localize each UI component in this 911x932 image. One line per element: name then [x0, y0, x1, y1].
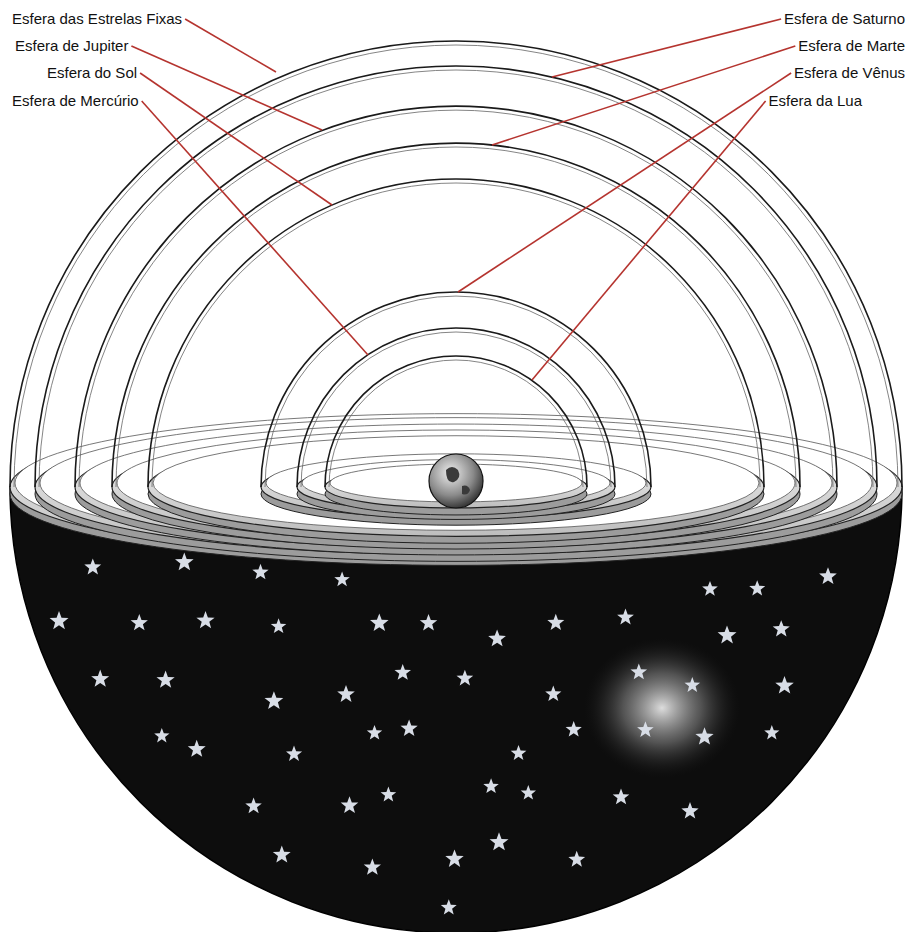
- star: [511, 745, 527, 760]
- sphere-arc-inner: [14, 45, 898, 487]
- sphere-label: Esfera de Jupiter: [15, 37, 128, 55]
- star: [334, 572, 350, 587]
- star: [613, 788, 630, 804]
- star: [483, 778, 499, 793]
- star: [445, 849, 463, 867]
- star: [547, 614, 564, 630]
- star: [702, 581, 718, 596]
- star: [196, 611, 214, 628]
- star: [286, 746, 302, 761]
- star: [265, 691, 284, 709]
- leader-line: [552, 19, 781, 77]
- star: [50, 611, 69, 629]
- sphere-label: Esfera de Vênus: [794, 64, 905, 82]
- earth-land: [462, 486, 470, 495]
- star: [271, 618, 287, 633]
- sphere-label: Esfera de Saturno: [784, 10, 905, 28]
- star: [188, 740, 206, 757]
- star: [401, 720, 418, 736]
- sphere-ring-inner: [153, 436, 759, 531]
- star: [367, 725, 382, 740]
- sphere-arcs: [10, 41, 902, 487]
- sphere-arc-inner: [79, 110, 833, 487]
- earth-globe: [429, 454, 483, 508]
- star: [252, 564, 268, 580]
- star: [637, 721, 654, 737]
- star: [819, 567, 837, 584]
- star: [685, 677, 701, 692]
- star: [441, 899, 457, 914]
- star: [154, 728, 169, 743]
- sphere-arc-inner: [152, 183, 760, 487]
- star: [381, 787, 397, 802]
- star: [568, 851, 585, 867]
- star: [157, 671, 175, 688]
- star: [91, 670, 109, 687]
- leader-line: [131, 46, 322, 130]
- sphere-arc-inner: [39, 70, 873, 487]
- star: [84, 558, 101, 574]
- sphere-arc: [75, 106, 837, 487]
- star: [749, 580, 765, 595]
- nebula-glow: [584, 638, 740, 778]
- sphere-label: Esfera de Marte: [798, 37, 905, 55]
- star: [631, 664, 648, 680]
- leader-line: [492, 46, 795, 145]
- star: [718, 626, 737, 644]
- sphere-arc: [148, 179, 764, 487]
- star: [617, 609, 634, 625]
- star: [273, 846, 291, 863]
- sphere-arc: [35, 66, 877, 487]
- star: [695, 727, 713, 744]
- star: [337, 685, 355, 702]
- star: [395, 664, 412, 680]
- leader-line: [185, 19, 276, 72]
- sphere-label: Esfera de Mercúrio: [12, 92, 139, 110]
- star: [457, 670, 474, 686]
- star: [566, 721, 582, 737]
- star: [370, 613, 389, 631]
- star: [131, 614, 148, 630]
- sphere-label: Esfera das Estrelas Fixas: [12, 10, 182, 28]
- sphere-arc: [10, 41, 902, 487]
- earth-land: [446, 467, 459, 482]
- sphere-rings: [10, 414, 902, 566]
- star: [490, 832, 509, 850]
- sphere-arc-inner: [116, 147, 796, 487]
- leader-line: [142, 101, 368, 355]
- star: [773, 620, 790, 636]
- star: [420, 614, 438, 631]
- star: [341, 796, 359, 813]
- star: [681, 802, 698, 818]
- star: [521, 785, 536, 800]
- star: [364, 858, 381, 874]
- sphere-label: Esfera do Sol: [47, 64, 137, 82]
- leader-line: [458, 73, 791, 292]
- star: [488, 630, 506, 647]
- leader-line: [140, 73, 332, 205]
- star: [245, 798, 261, 814]
- star: [775, 676, 794, 694]
- sphere-arc: [112, 143, 800, 487]
- star: [764, 725, 779, 740]
- star: [545, 686, 561, 701]
- earth: [429, 454, 483, 508]
- sphere-label: Esfera da Lua: [769, 92, 862, 110]
- star: [175, 553, 194, 571]
- leader-line: [532, 101, 766, 380]
